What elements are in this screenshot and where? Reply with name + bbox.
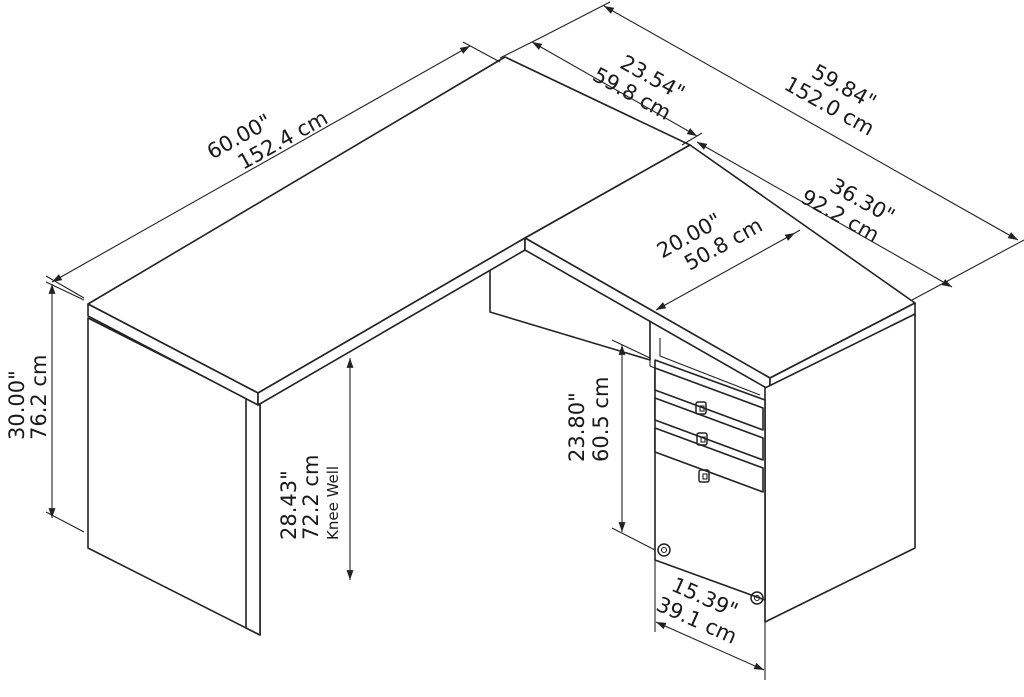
left-panel-edge [245,397,261,636]
dimension-lines [45,1,1024,680]
file-height-inches: 23.80" [565,392,589,462]
knee-well-label: Knee Well [324,466,342,540]
drawer-handle-icon [695,401,707,415]
label-file-height: 23.80" 60.5 cm [565,377,613,462]
label-knee-well: 28.43" 72.2 cm Knee Well [277,455,342,540]
drawer-handle-icon [696,432,708,446]
knee-well-cm: 72.2 cm [299,455,323,540]
label-width-left: 60.00" 152.4 cm [203,106,332,175]
caster-wheel-icon [750,591,764,605]
height-inches: 30.00" [5,370,29,440]
caster-wheel-icon [657,543,671,557]
drawer-1 [654,367,764,431]
height-cm: 76.2 cm [27,355,51,440]
drawer-handle-icon [698,469,710,483]
drawer-3 [654,427,764,493]
file-height-cm: 60.5 cm [589,377,613,462]
drawer-2 [654,397,764,461]
label-height: 30.00" 76.2 cm [5,355,51,440]
label-width-right: 59.84" 152.0 cm [780,60,880,141]
knee-well-inches: 28.43" [277,470,301,540]
